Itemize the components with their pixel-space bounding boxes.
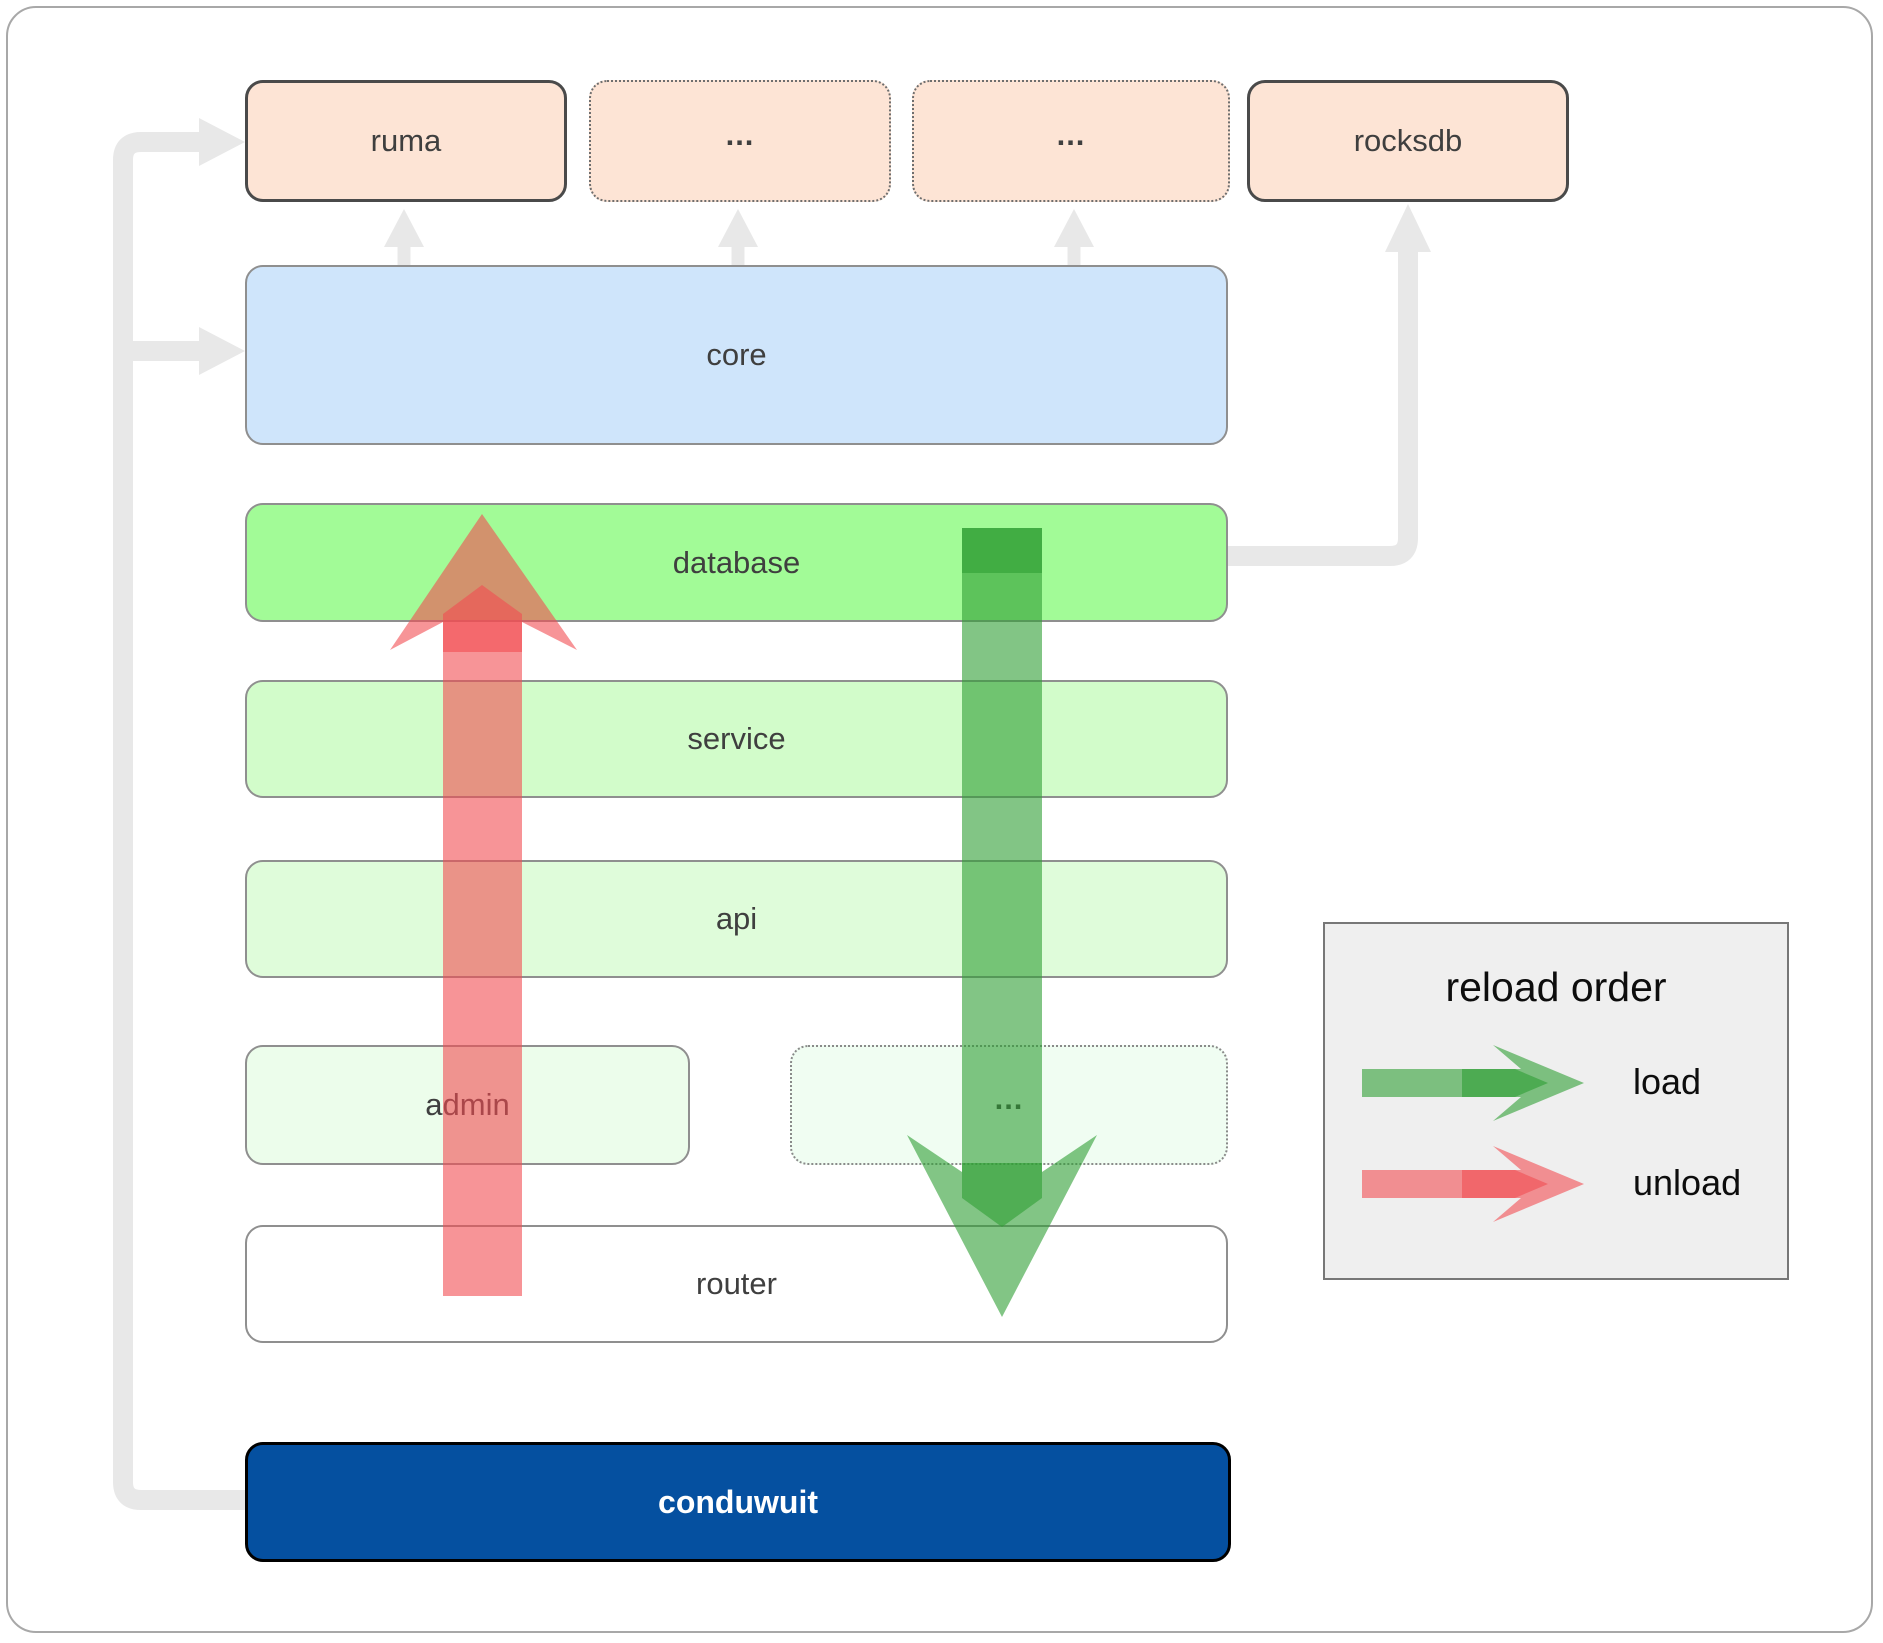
legend-load-chevron-icon: [1462, 1069, 1548, 1097]
box-conduwuit: conduwuit: [245, 1442, 1231, 1562]
box-database: database: [245, 503, 1228, 622]
box-api-label: api: [715, 901, 758, 936]
box-dots-admin-label: ...: [994, 1081, 1024, 1116]
box-dots-admin: ...: [790, 1045, 1228, 1165]
legend-unload-label: unload: [1633, 1162, 1742, 1203]
box-router: router: [245, 1225, 1228, 1343]
box-api: api: [245, 860, 1228, 978]
box-ruma-label: ruma: [370, 123, 442, 158]
box-database-label: database: [672, 544, 801, 580]
box-admin: admin: [245, 1045, 690, 1165]
box-ruma: ruma: [245, 80, 567, 202]
box-dots-top-1-label: ...: [725, 117, 755, 152]
box-service: service: [245, 680, 1228, 798]
legend-arrows: [1362, 1045, 1584, 1222]
legend-load-label: load: [1633, 1061, 1702, 1102]
legend-title: reload order: [1445, 964, 1667, 1010]
box-core: core: [245, 265, 1228, 445]
box-conduwuit-label: conduwuit: [658, 1483, 818, 1520]
legend: reload order load unload: [1323, 922, 1789, 1280]
legend-unload-chevron-icon: [1462, 1170, 1548, 1198]
box-dots-top-1: ...: [589, 80, 891, 202]
outer-frame: [6, 6, 1873, 1633]
box-dots-top-2-label: ...: [1056, 117, 1086, 152]
box-rocksdb: rocksdb: [1247, 80, 1569, 202]
box-admin-label: admin: [425, 1087, 510, 1122]
box-core-label: core: [706, 337, 767, 372]
box-service-label: service: [687, 721, 786, 756]
box-rocksdb-label: rocksdb: [1353, 123, 1463, 158]
box-dots-top-2: ...: [912, 80, 1230, 202]
box-router-label: router: [696, 1266, 777, 1301]
